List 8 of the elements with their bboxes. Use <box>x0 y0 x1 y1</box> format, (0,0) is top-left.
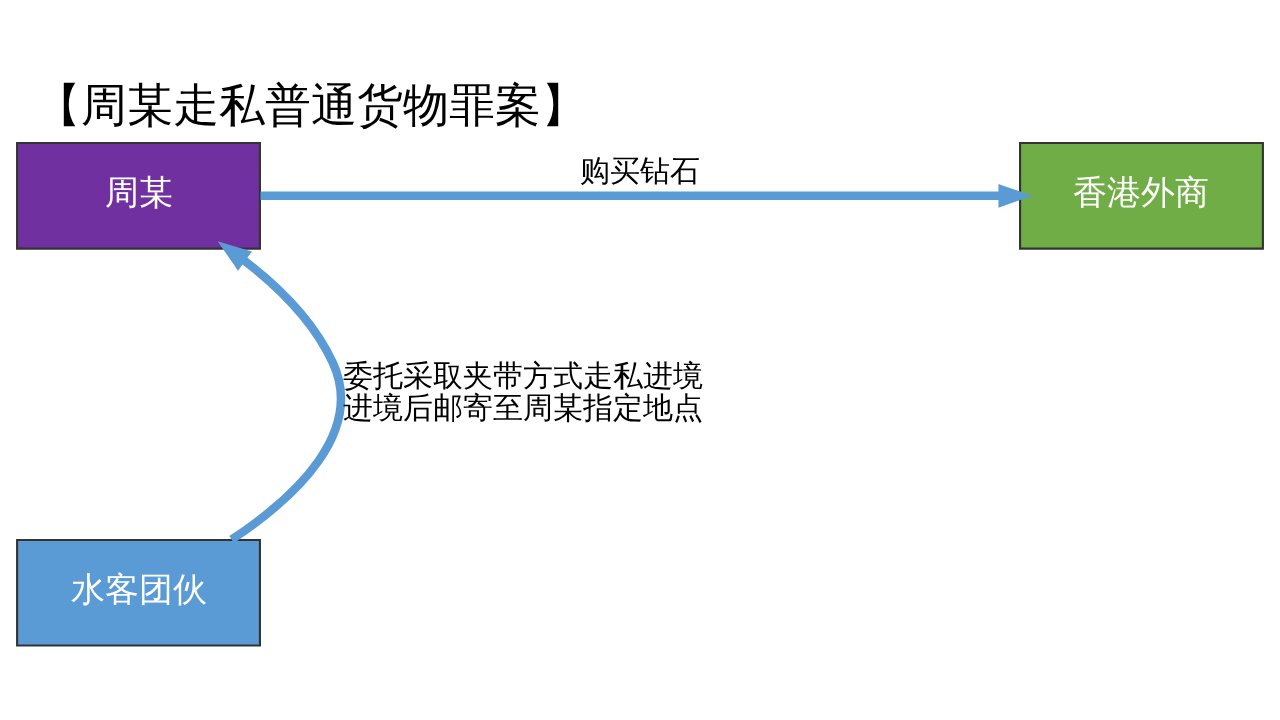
arrow <box>217 240 346 543</box>
arrow <box>260 183 1033 208</box>
edge-label: 购买钻石 <box>580 153 700 188</box>
diagram-title: 【周某走私普通货物罪案】 <box>34 77 587 132</box>
node-box: 水客团伙 <box>16 538 261 647</box>
node-box: 香港外商 <box>1019 141 1264 250</box>
edge-label: 委托采取夹带方式走私进境进境后邮寄至周某指定地点 <box>342 358 703 425</box>
node-box: 周某 <box>16 141 261 250</box>
